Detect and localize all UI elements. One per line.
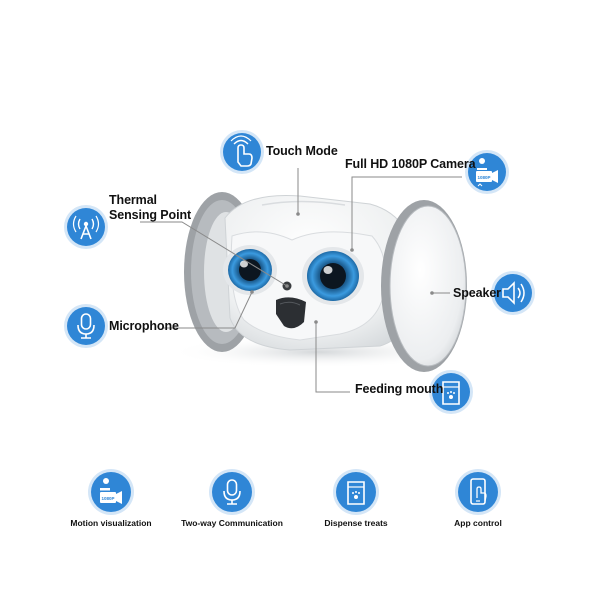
camera-1080p-icon: 1080P (465, 150, 509, 194)
left-eye (223, 245, 277, 295)
feature-treats-icon (333, 469, 379, 515)
thermal-label-line1: Thermal (109, 193, 157, 207)
feature-treats-label: Dispense treats (324, 518, 388, 528)
feature-app-label: App control (454, 518, 502, 528)
microphone-label: Microphone (109, 319, 179, 333)
touch-icon (220, 130, 264, 174)
speaker-label: Speaker (453, 286, 501, 300)
camera-badge: 1080P (477, 175, 490, 180)
feature-motion-label: Motion visualization (70, 518, 152, 528)
treat-box-icon (429, 370, 473, 414)
antenna-icon (64, 205, 108, 249)
feature-two-way-icon (209, 469, 255, 515)
right-wheel (381, 200, 467, 372)
leader-dots (250, 212, 434, 324)
thermal-label-line2: Sensing Point (109, 208, 192, 222)
feature-app-icon (455, 469, 501, 515)
microphone-icon (64, 304, 108, 348)
feature-motion-badge: 1080P (101, 496, 114, 501)
touch-mode-label: Touch Mode (266, 144, 338, 158)
feature-two-way-label: Two-way Communication (181, 518, 283, 528)
feature-motion-icon: 1080P (88, 469, 134, 515)
camera-label: Full HD 1080P Camera (345, 157, 476, 171)
feeding-mouth (276, 297, 306, 329)
speaker-icon (491, 271, 535, 315)
leader-lines (140, 168, 462, 393)
feeding-mouth-label: Feeding mouth (355, 382, 444, 396)
camera-eye (302, 247, 364, 305)
